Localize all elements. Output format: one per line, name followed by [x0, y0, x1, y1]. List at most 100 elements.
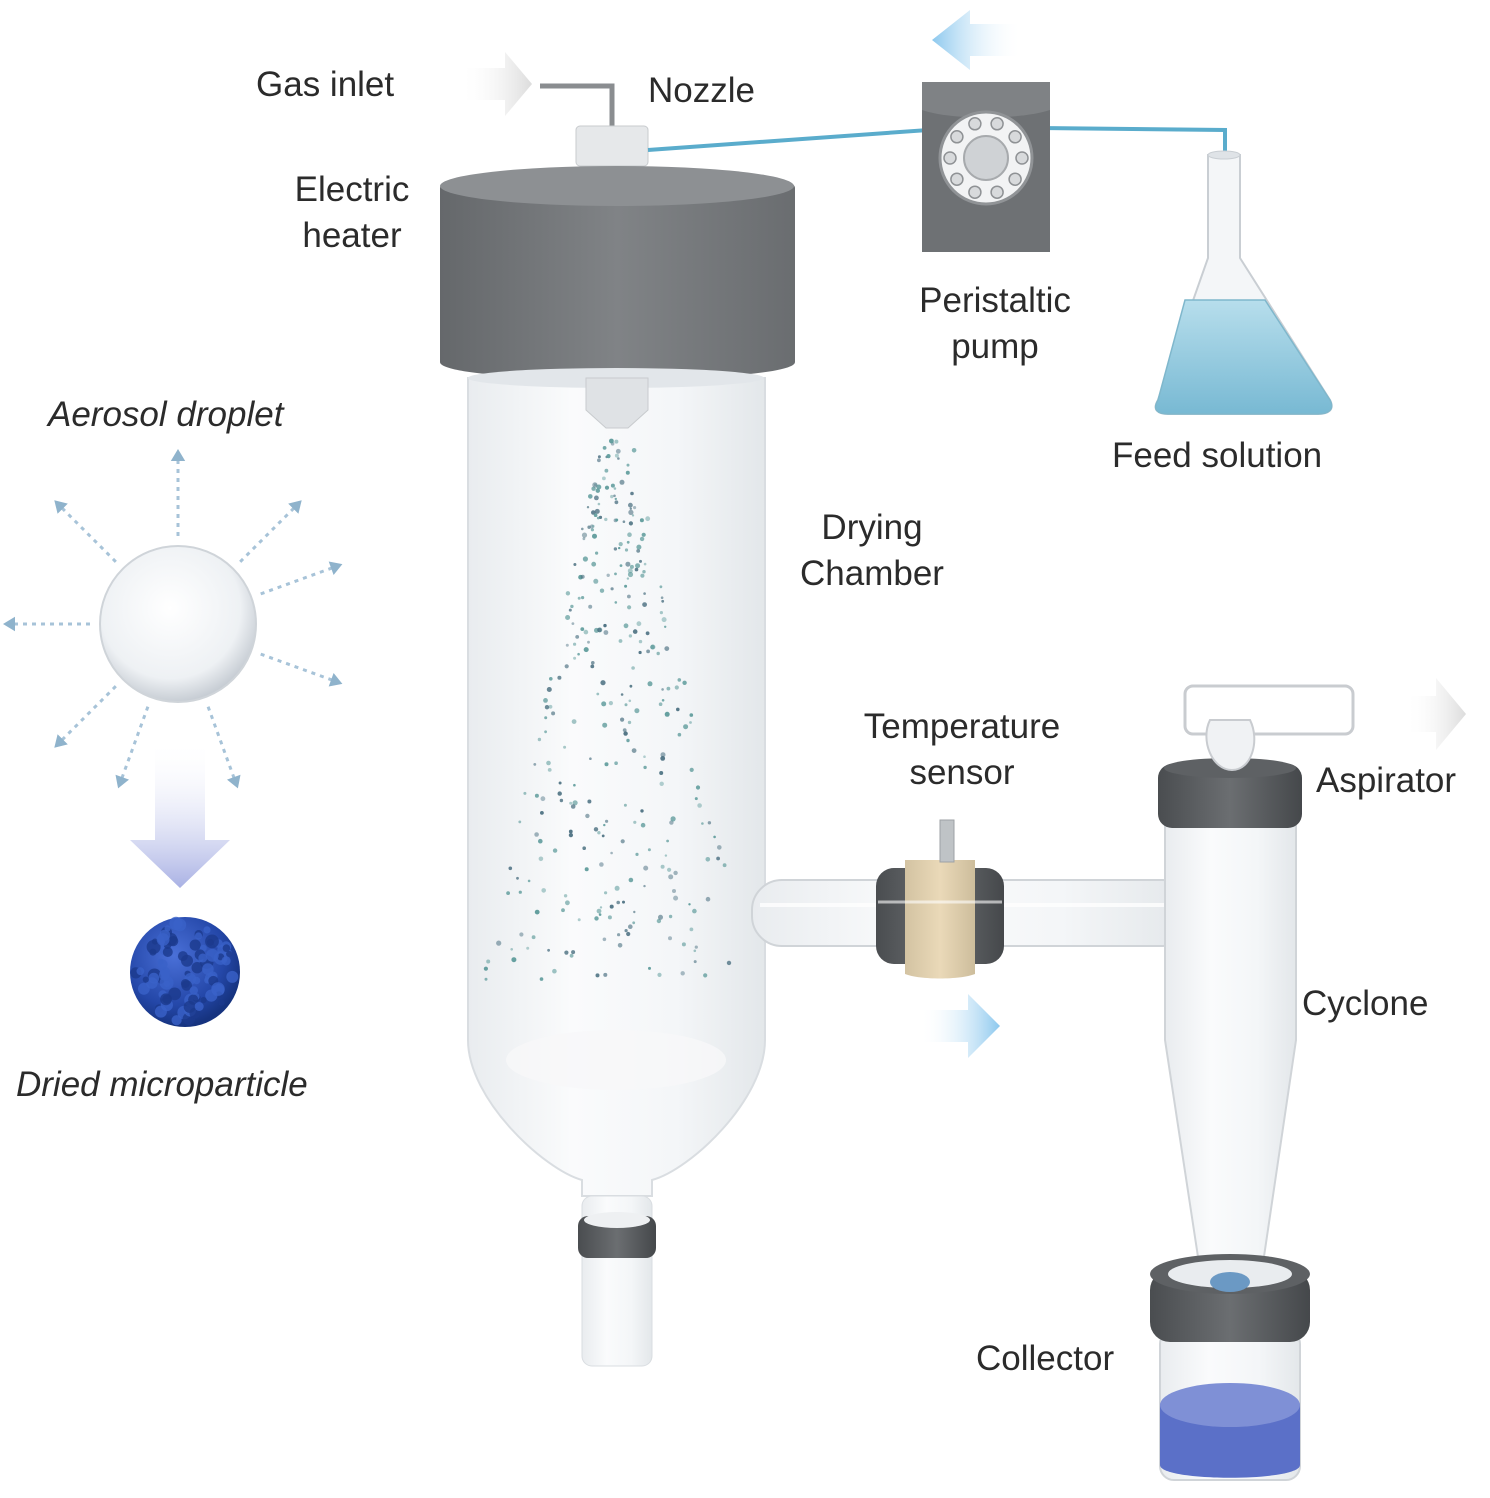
gas-inlet-arrow [460, 52, 532, 116]
nozzle-pipe [540, 83, 649, 167]
spray-dot [618, 546, 621, 550]
spray-dot [614, 572, 617, 576]
spray-dot [633, 506, 637, 510]
spray-dot [622, 728, 627, 732]
spray-dot [617, 943, 623, 948]
spray-dot [669, 820, 674, 825]
spray-dot [634, 567, 639, 572]
spray-dot [583, 629, 589, 635]
spray-dot [508, 866, 513, 871]
spray-dot [593, 578, 599, 584]
spray-dot [657, 972, 662, 978]
spray-dot [642, 570, 646, 574]
spray-dot [533, 763, 537, 766]
spray-dot [559, 798, 564, 803]
spray-dot [570, 804, 576, 809]
spray-dot [602, 722, 608, 728]
spray-dot [674, 685, 679, 690]
spray-dot [627, 605, 632, 610]
spray-dot [717, 845, 722, 850]
spray-dot [518, 890, 522, 894]
spray-dot [629, 684, 633, 688]
particle-bump [189, 986, 198, 995]
particle-bump [194, 1002, 204, 1011]
spray-dot [603, 630, 609, 635]
particle-bump [203, 926, 211, 934]
spray-dot [643, 755, 646, 758]
spray-dot [563, 745, 567, 749]
spray-dot [629, 564, 634, 569]
spray-dot [661, 688, 664, 691]
spray-dot [631, 514, 635, 517]
spray-dot [595, 973, 600, 978]
spray-dot [587, 640, 590, 644]
particle-bump [191, 962, 203, 974]
spray-dot [703, 973, 708, 978]
spray-dot [552, 848, 558, 853]
spray-dot [622, 520, 626, 523]
particle-bump [169, 916, 183, 931]
spray-dot [626, 931, 631, 937]
evaporation-arrow-head [328, 673, 343, 687]
spray-dot [592, 533, 597, 539]
spray-dot [598, 515, 603, 520]
pump-roller [943, 151, 957, 165]
spray-dot [624, 548, 629, 552]
spray-dot [638, 650, 642, 655]
spray-dot [569, 801, 573, 805]
spray-dot [546, 687, 552, 692]
spray-dot [627, 571, 634, 578]
spray-dot [581, 596, 585, 600]
spray-dot [580, 627, 585, 631]
evaporation-arrow-head [3, 616, 15, 632]
electric-heater-label-line1: Electric [294, 170, 410, 209]
spray-dot [596, 692, 600, 696]
particle-bump [136, 967, 145, 976]
particle-bump [154, 1005, 167, 1018]
spray-dot [537, 737, 542, 742]
spray-dot [661, 617, 667, 623]
spray-dot [591, 510, 596, 515]
spray-dot [557, 791, 562, 796]
spray-dot [613, 487, 617, 490]
spray-dot [629, 507, 632, 510]
pump-roller [1008, 172, 1022, 186]
spray-dot [659, 585, 663, 589]
spray-dot [636, 621, 642, 627]
spray-dot [659, 771, 664, 775]
spray-dot [604, 485, 610, 490]
spray-dot [648, 966, 651, 970]
spray-dot [582, 846, 586, 850]
particle-bump [162, 994, 172, 1004]
spray-dot [527, 879, 531, 883]
spray-dot [534, 793, 539, 798]
spray-dot [624, 584, 628, 588]
spray-dot [596, 908, 602, 914]
pump-roller [968, 117, 982, 131]
spray-dot [638, 639, 643, 644]
spray-dot [697, 803, 702, 808]
spray-dot [597, 455, 601, 459]
spray-dot [597, 502, 601, 506]
spray-dot [680, 971, 685, 976]
particle-bump [159, 969, 170, 981]
spray-dot [573, 783, 576, 787]
spray-dot [620, 693, 624, 696]
spray-dot [689, 713, 694, 717]
spray-dot [606, 573, 610, 577]
aspirator-arrow [1405, 678, 1466, 750]
spray-dot [628, 877, 634, 883]
spray-dot [571, 622, 575, 625]
spray-dot [610, 494, 614, 499]
drying-chamber-label-line2: Chamber [800, 553, 944, 593]
spray-dot [726, 960, 732, 966]
spray-dot [705, 896, 711, 902]
spray-dot [705, 857, 711, 862]
spray-dot [593, 513, 598, 517]
particle-bump [168, 987, 182, 1001]
spray-dot [568, 608, 572, 612]
spray-dot [646, 649, 650, 654]
spray-dot [516, 876, 519, 880]
evaporation-arrow-shaft [239, 506, 296, 563]
spray-dot [619, 564, 623, 567]
